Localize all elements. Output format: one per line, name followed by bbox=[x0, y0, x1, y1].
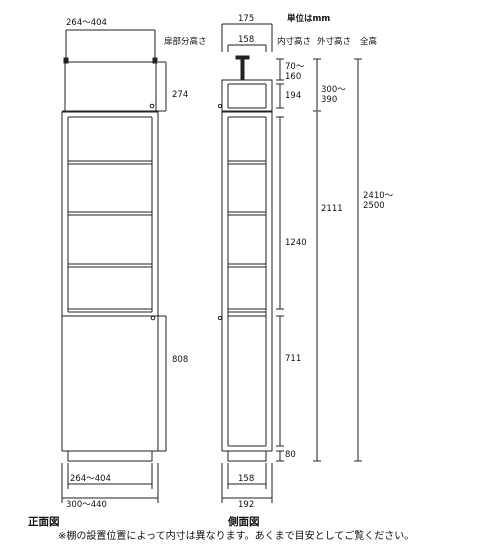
front-plinth bbox=[67, 450, 153, 462]
side-view bbox=[217, 23, 273, 503]
tension-post-left bbox=[63, 57, 69, 64]
top-gap-height: 70～ 160 bbox=[285, 62, 305, 82]
middle-inner-height: 1240 bbox=[285, 238, 307, 248]
front-outer-bottom-width: 300～440 bbox=[66, 500, 107, 510]
inner-height-header: 内寸高さ bbox=[277, 37, 312, 47]
side-inner-bottom-depth: 158 bbox=[238, 474, 255, 484]
upper-door-knob bbox=[149, 103, 155, 109]
lower-inner-height: 711 bbox=[285, 354, 302, 364]
front-inner-bottom-width: 264～404 bbox=[70, 474, 111, 484]
side-view-title: 側面図 bbox=[228, 516, 260, 528]
main-outer-height: 2111 bbox=[321, 204, 343, 214]
side-tension-post bbox=[240, 55, 245, 81]
side-upper-box bbox=[221, 79, 273, 112]
unit-label: 単位はmm bbox=[287, 14, 331, 24]
total-height: 2410～ 2500 bbox=[363, 191, 394, 211]
side-outer-bottom-depth: 192 bbox=[238, 500, 255, 510]
base-height: 80 bbox=[285, 450, 296, 460]
upper-outer-height: 300～ 390 bbox=[321, 85, 346, 105]
top-compartment-height: 194 bbox=[285, 91, 302, 101]
lower-door-knob bbox=[150, 315, 156, 321]
front-view bbox=[61, 29, 167, 503]
side-main-body bbox=[221, 111, 273, 452]
lower-door-height: 808 bbox=[172, 355, 189, 365]
front-view-title: 正面図 bbox=[28, 516, 60, 528]
upper-door-height: 274 bbox=[172, 90, 189, 100]
tension-post-right bbox=[152, 57, 158, 64]
front-top-width: 264～404 bbox=[66, 18, 107, 28]
height-dimensions bbox=[276, 58, 362, 462]
footnote: ※棚の設置位置によって内寸は異なります。あくまで目安としてご覧ください。 bbox=[58, 531, 415, 542]
front-upper-box bbox=[64, 61, 157, 112]
side-plinth bbox=[227, 450, 267, 462]
side-outer-top-depth: 175 bbox=[238, 14, 255, 24]
side-inner-top-depth: 158 bbox=[238, 35, 255, 45]
door-section-header: 扉部分高さ bbox=[164, 37, 207, 47]
front-main-body bbox=[61, 111, 159, 452]
outer-height-header: 外寸高さ bbox=[317, 37, 352, 47]
total-height-header: 全高 bbox=[360, 37, 378, 47]
